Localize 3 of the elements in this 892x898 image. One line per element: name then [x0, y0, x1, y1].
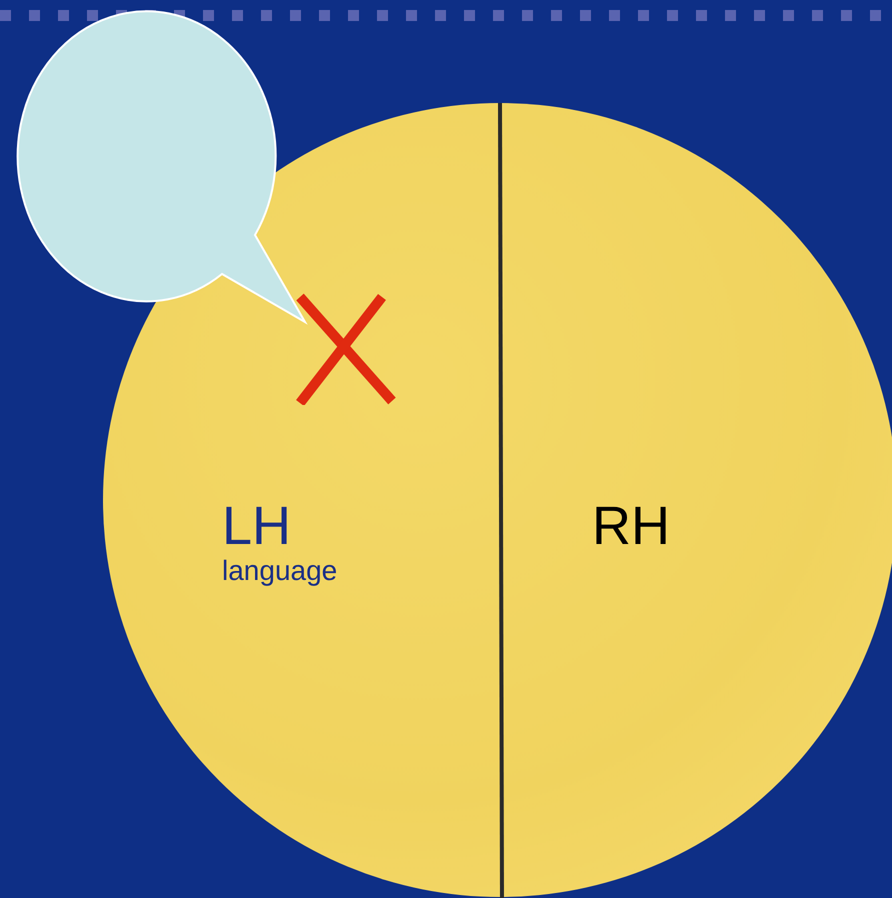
hemisphere-label: LH	[222, 498, 292, 554]
function-label: language	[222, 554, 338, 588]
hemisphere-label: RH	[592, 498, 670, 554]
